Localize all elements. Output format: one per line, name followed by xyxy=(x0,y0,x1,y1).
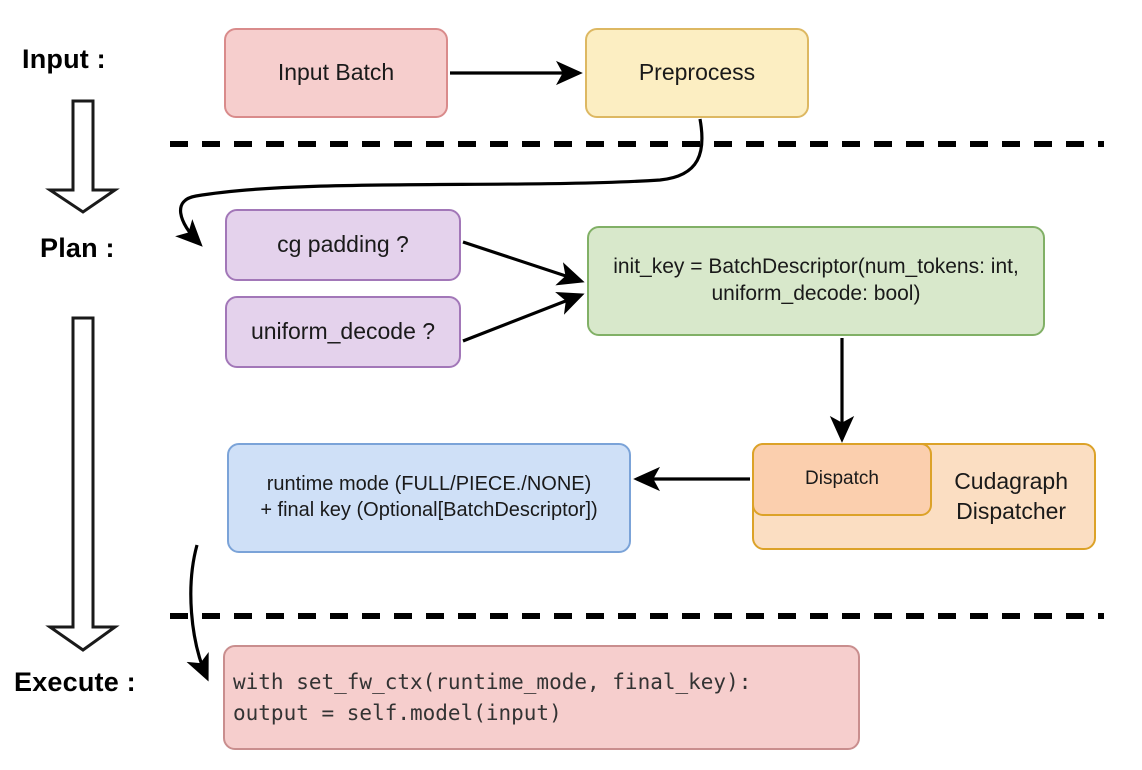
node-cg-padding[interactable]: cg padding ? xyxy=(225,209,461,281)
node-input-batch[interactable]: Input Batch xyxy=(224,28,448,118)
arrow-cg-padding-to-init-key xyxy=(462,240,585,286)
node-execute-code[interactable]: with set_fw_ctx(runtime_mode, final_key)… xyxy=(223,645,860,750)
stage-label-execute: Execute : xyxy=(14,667,136,697)
node-preprocess[interactable]: Preprocess xyxy=(585,28,809,118)
input-to-plan-block-arrow xyxy=(45,99,120,214)
node-runtime-mode[interactable]: runtime mode (FULL/PIECE./NONE) + final … xyxy=(227,443,631,553)
node-dispatch[interactable]: Dispatch xyxy=(752,443,932,516)
arrow-runtime-mode-to-execute-code xyxy=(186,544,209,682)
arrow-uniform-decode-to-init-key xyxy=(462,292,585,343)
node-uniform-decode[interactable]: uniform_decode ? xyxy=(225,296,461,368)
plan-to-execute-block-arrow xyxy=(45,316,120,652)
stage-label-plan: Plan : xyxy=(40,233,115,263)
stage-label-input: Input : xyxy=(22,44,106,74)
node-init-key[interactable]: init_key = BatchDescriptor(num_tokens: i… xyxy=(587,226,1045,336)
